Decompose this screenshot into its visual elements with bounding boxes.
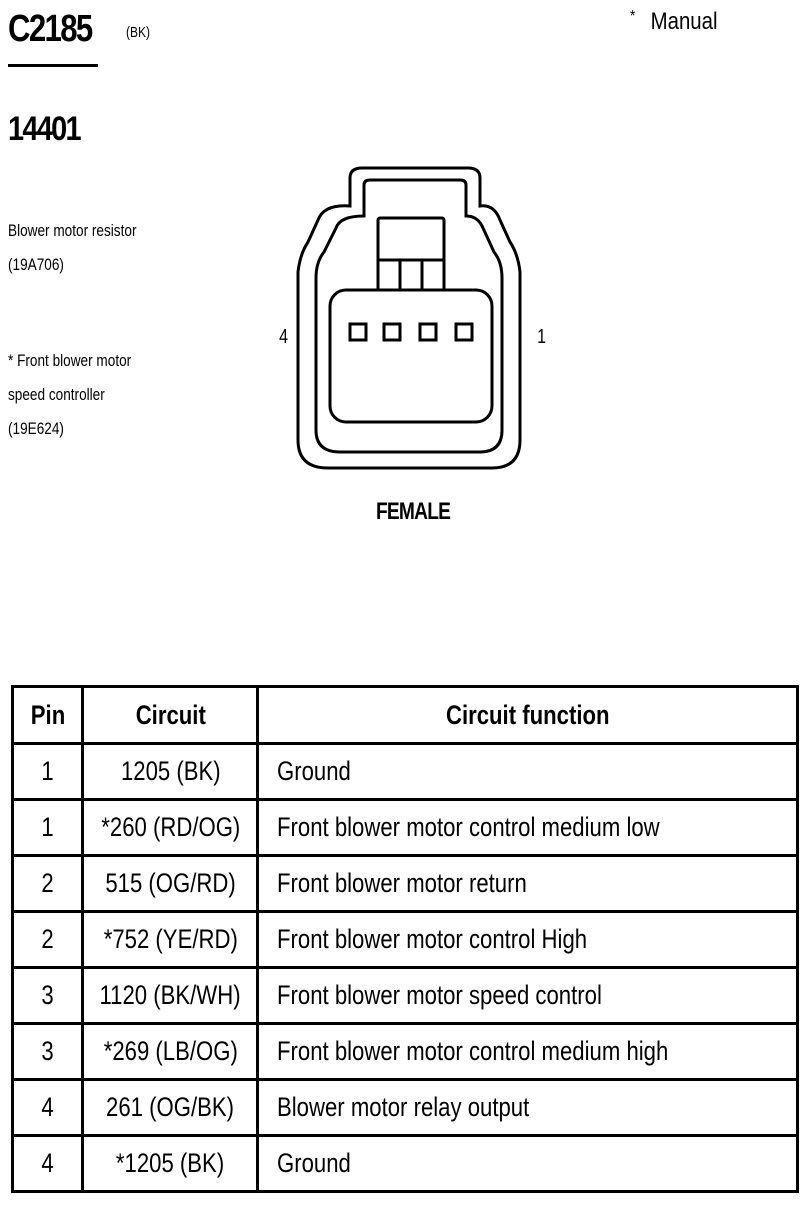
- cell-circuit: 1205 (BK): [81, 742, 260, 801]
- column-header-circuit: Circuit: [81, 685, 260, 745]
- cell-pin: 4: [10, 1078, 85, 1137]
- cell-pin: 2: [10, 854, 85, 913]
- cell-pin: 2: [10, 910, 85, 969]
- cell-circuit: *1205 (BK): [81, 1134, 260, 1193]
- connector-id-underline: [8, 64, 98, 67]
- cell-pin: 3: [10, 966, 85, 1025]
- cell-function: Front blower motor control High: [256, 910, 799, 969]
- table-header-row: Pin Circuit Circuit function: [10, 685, 799, 745]
- cell-pin: 4: [10, 1134, 85, 1193]
- cell-function: Ground: [256, 742, 799, 801]
- legend: * Manual: [630, 8, 718, 36]
- table-row: 3*269 (LB/OG)Front blower motor control …: [10, 1022, 799, 1081]
- component-speed-controller: * Front blower motor speed controller (1…: [8, 344, 131, 446]
- column-header-pin: Pin: [10, 685, 85, 745]
- pin-cavity-3: [382, 322, 402, 342]
- cell-function: Front blower motor control medium low: [256, 798, 799, 857]
- table-row: 2*752 (YE/RD)Front blower motor control …: [10, 910, 799, 969]
- table-row: 4*1205 (BK)Ground: [10, 1134, 799, 1193]
- connector-cavity-face: [328, 288, 494, 424]
- column-header-function: Circuit function: [256, 685, 799, 745]
- legend-text: Manual: [650, 8, 718, 35]
- cell-pin: 3: [10, 1022, 85, 1081]
- cell-circuit: 261 (OG/BK): [81, 1078, 260, 1137]
- cell-circuit: 1120 (BK/WH): [81, 966, 260, 1025]
- component-line: Blower motor resistor: [8, 221, 137, 240]
- connector-latch-ribs: [376, 258, 446, 292]
- pin-cavity-1: [454, 322, 474, 342]
- connector-id: C2185: [8, 8, 93, 50]
- pin-number-left: 4: [279, 326, 289, 348]
- connector-outer-shell: [296, 166, 522, 470]
- pin-number-right: 1: [537, 326, 547, 348]
- legend-symbol: *: [630, 8, 636, 25]
- cell-pin: 1: [10, 798, 85, 857]
- component-line: (19E624): [8, 419, 64, 438]
- part-number: 14401: [8, 110, 82, 148]
- connector-latch: [376, 216, 446, 262]
- cell-circuit: *752 (YE/RD): [81, 910, 260, 969]
- pin-cavity-2: [418, 322, 438, 342]
- component-line: (19A706): [8, 255, 64, 274]
- cell-circuit: *260 (RD/OG): [81, 798, 260, 857]
- cell-function: Front blower motor speed control: [256, 966, 799, 1025]
- component-blower-motor-resistor: Blower motor resistor (19A706): [8, 214, 136, 282]
- cell-function: Ground: [256, 1134, 799, 1193]
- cell-function: Blower motor relay output: [256, 1078, 799, 1137]
- cell-pin: 1: [10, 742, 85, 801]
- connector-inner-shell: [314, 178, 504, 454]
- cell-function: Front blower motor control medium high: [256, 1022, 799, 1081]
- cell-function: Front blower motor return: [256, 854, 799, 913]
- cell-circuit: 515 (OG/RD): [81, 854, 260, 913]
- table-row: 1*260 (RD/OG)Front blower motor control …: [10, 798, 799, 857]
- connector-face-diagram: [296, 166, 522, 470]
- component-line: * Front blower motor: [8, 351, 132, 370]
- pin-cavity-4: [348, 322, 368, 342]
- connector-color: (BK): [126, 24, 150, 41]
- cell-circuit: *269 (LB/OG): [81, 1022, 260, 1081]
- connector-view-label: FEMALE: [376, 498, 451, 525]
- component-line: speed controller: [8, 385, 105, 404]
